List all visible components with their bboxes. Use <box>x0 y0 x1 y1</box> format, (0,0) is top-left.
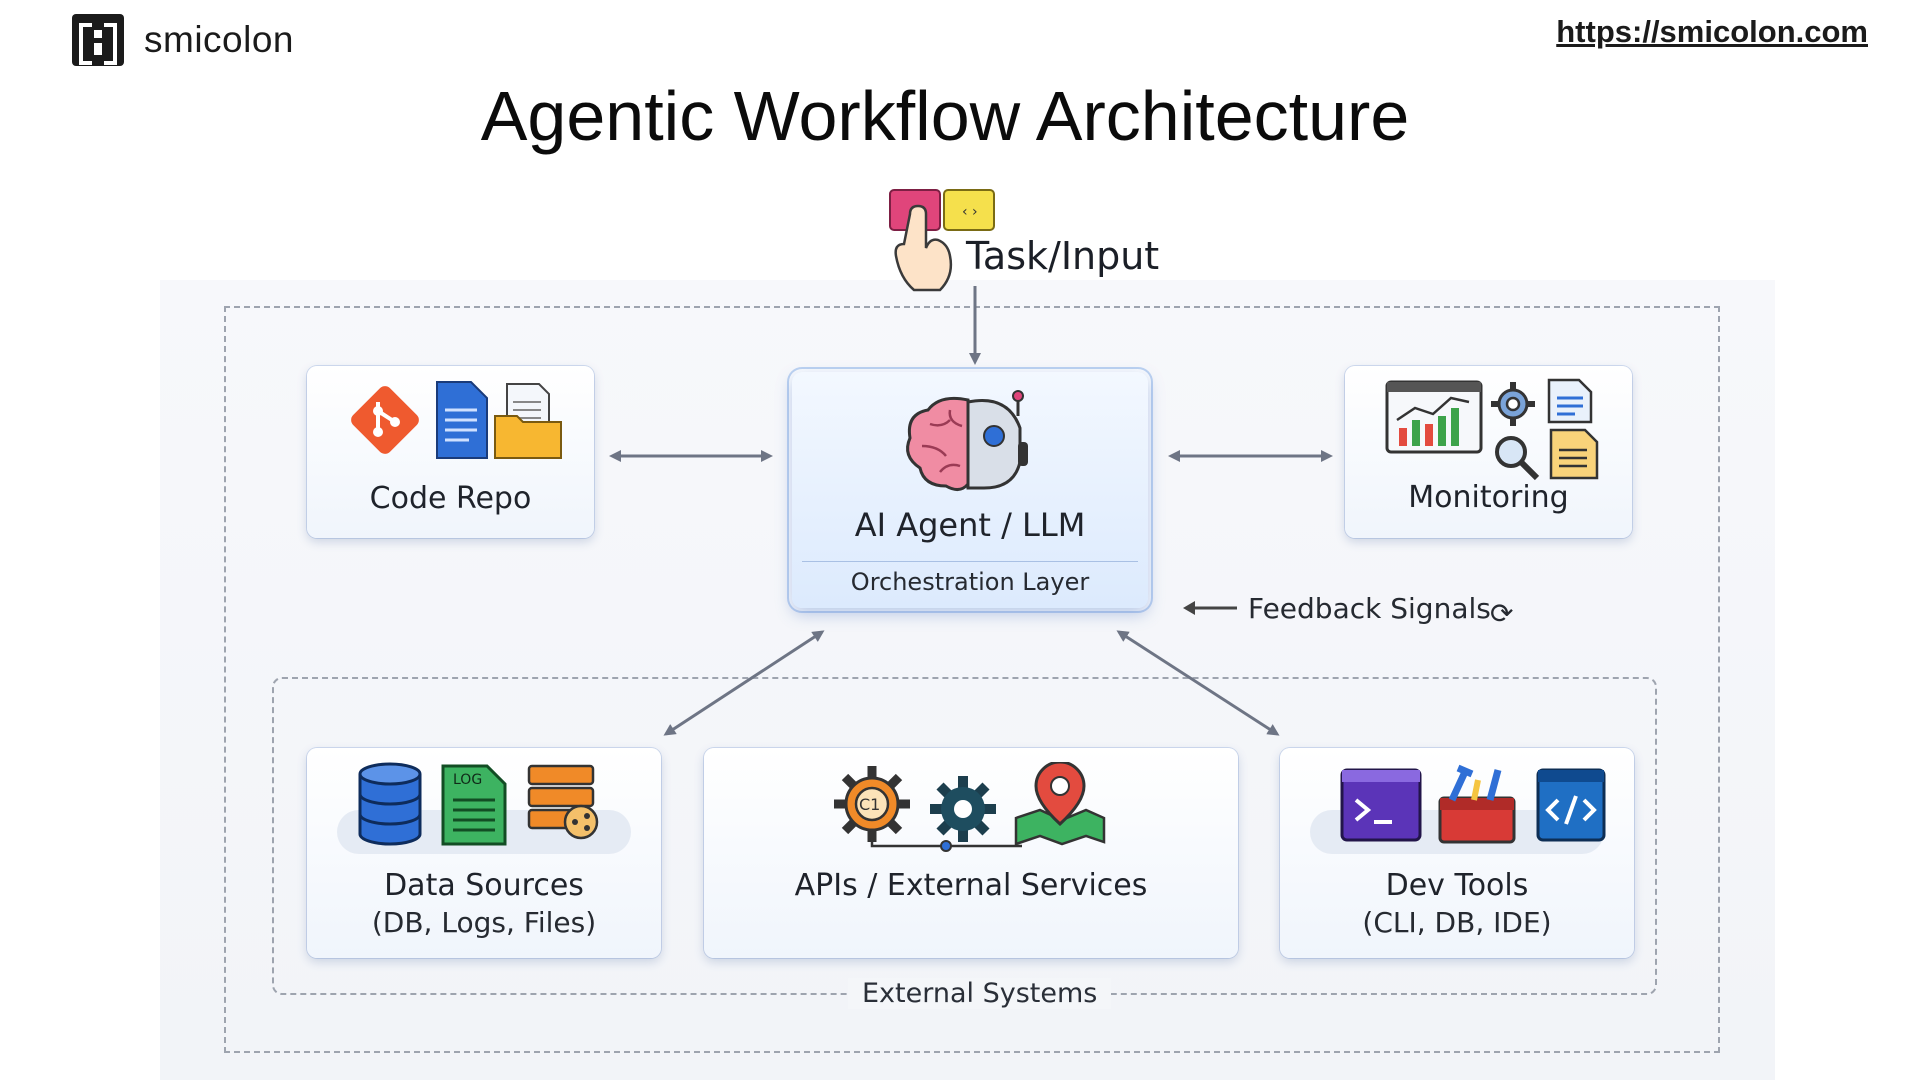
agent-datasources-arrow <box>663 630 825 736</box>
ai-agent-label: AI Agent / LLM <box>854 506 1086 544</box>
folder-icon <box>493 380 563 466</box>
api-connector-line <box>870 838 1022 852</box>
orchestration-layer-label: Orchestration Layer <box>850 568 1090 596</box>
location-pin-icon <box>1010 760 1110 852</box>
system-boundary <box>224 306 1720 1053</box>
log-tag: LOG <box>453 772 482 788</box>
task-input-icon: ‹ › <box>888 188 1000 304</box>
refresh-icon: ⟳ <box>1490 597 1514 630</box>
external-systems-label: External Systems <box>848 978 1112 1009</box>
data-sources-sub: (DB, Logs, Files) <box>371 906 597 939</box>
list-document-icon <box>1545 378 1595 428</box>
brand: smicolon <box>72 14 294 66</box>
git-icon <box>345 380 425 464</box>
page-title: Agentic Workflow Architecture <box>480 77 1410 155</box>
svg-text:‹ ›: ‹ › <box>962 204 978 220</box>
code-repo-label: Code Repo <box>369 481 532 516</box>
dev-tools-label: Dev Tools <box>1385 868 1529 903</box>
database-icon <box>357 762 423 852</box>
apis-label: APIs / External Services <box>794 868 1148 903</box>
code-editor-icon <box>1536 768 1606 846</box>
dashboard-chart-icon <box>1385 380 1483 460</box>
data-sources-card[interactable]: LOG Data Sources (DB, Logs, Files) <box>307 748 661 958</box>
monitoring-label: Monitoring <box>1408 480 1569 515</box>
gear-icon <box>1489 380 1537 432</box>
dev-tools-sub: (CLI, DB, IDE) <box>1362 906 1552 939</box>
toolbox-icon <box>1434 762 1520 850</box>
data-sources-label: Data Sources <box>384 868 584 903</box>
document-icon <box>433 380 489 466</box>
monitoring-card[interactable]: Monitoring <box>1345 366 1632 538</box>
brain-robot-icon <box>900 390 1040 504</box>
terminal-icon <box>1340 768 1422 846</box>
report-icon <box>1547 428 1601 486</box>
ai-agent-card[interactable]: AI Agent / LLM Orchestration Layer <box>792 372 1148 608</box>
feedback-signals-label: Feedback Signals <box>1248 592 1491 625</box>
brand-name: smicolon <box>144 19 294 60</box>
dev-tools-card[interactable]: Dev Tools (CLI, DB, IDE) <box>1280 748 1634 958</box>
api-tag: C1 <box>859 795 880 814</box>
log-file-icon: LOG <box>439 762 509 852</box>
server-share-icon <box>527 764 601 848</box>
agent-devtools-arrow <box>1116 630 1280 736</box>
task-input-label: Task/Input <box>966 234 1160 278</box>
gear-dark-icon <box>928 774 998 848</box>
api-gear-icon: C1 <box>832 764 912 848</box>
feedback-arrow <box>1183 601 1237 615</box>
code-repo-card[interactable]: Code Repo <box>307 366 594 538</box>
magnifier-icon <box>1491 432 1541 486</box>
brand-logo <box>72 14 124 66</box>
apis-card[interactable]: C1 APIs / External Services <box>704 748 1238 958</box>
agent-divider <box>802 561 1138 562</box>
website-link[interactable]: https://smicolon.com <box>1556 14 1868 49</box>
